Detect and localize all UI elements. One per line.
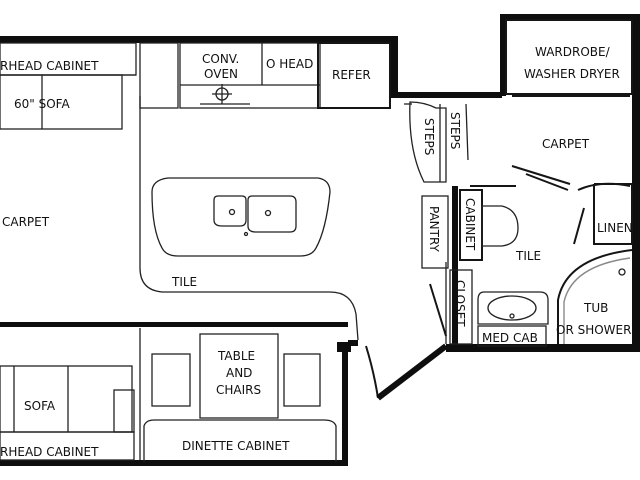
bath-fixtures (421, 183, 633, 347)
label-wardrobe-2: WASHER DRYER (524, 67, 620, 81)
label-table-3: CHAIRS (216, 383, 261, 397)
label-steps-right: STEPS (448, 112, 462, 149)
label-overhead-cabinet-bottom: RHEAD CABINET (0, 445, 99, 459)
wardrobe-group (505, 19, 633, 97)
label-wardrobe-1: WARDROBE/ (535, 45, 611, 59)
label-sofa-bottom: SOFA (24, 399, 56, 413)
dinette (139, 328, 337, 462)
label-steps-left: STEPS (422, 118, 436, 155)
label-dinette-cabinet: DINETTE CABINET (182, 439, 290, 453)
kitchen-island (151, 177, 331, 257)
label-table-2: AND (226, 366, 252, 380)
entry-steps (404, 101, 469, 183)
label-carpet-bedroom: CARPET (542, 137, 590, 151)
label-sofa-60: 60" SOFA (14, 97, 70, 111)
label-tub-2: OR SHOWER (556, 323, 631, 337)
label-tub-1: TUB (583, 301, 608, 315)
label-conv-oven-1: CONV. (202, 52, 239, 66)
label-tile-bath: TILE (515, 249, 541, 263)
label-closet: CLOSET (453, 280, 467, 327)
bottom-sofa-group (0, 365, 135, 461)
bedroom-doors (511, 165, 631, 191)
label-overhead-cabinet-top: RHEAD CABINET (0, 59, 99, 73)
label-table-1: TABLE (217, 349, 255, 363)
label-pantry: PANTRY (427, 206, 441, 253)
slide-out-outline (139, 96, 359, 341)
kitchen-top (139, 42, 391, 109)
exterior-walls (0, 14, 640, 466)
lower-entry-wall (348, 340, 448, 401)
label-conv-oven-2: OVEN (204, 67, 238, 81)
label-o-head: O HEAD (266, 57, 313, 71)
label-linen: LINEN (597, 221, 633, 235)
label-tile-kitchen: TILE (171, 275, 197, 289)
label-refer: REFER (332, 68, 371, 82)
label-cabinet-vertical: CABINET (463, 198, 477, 251)
label-med-cab: MED CAB (482, 331, 538, 345)
label-carpet-living: CARPET (2, 215, 50, 229)
top-sofa-group (0, 42, 137, 130)
